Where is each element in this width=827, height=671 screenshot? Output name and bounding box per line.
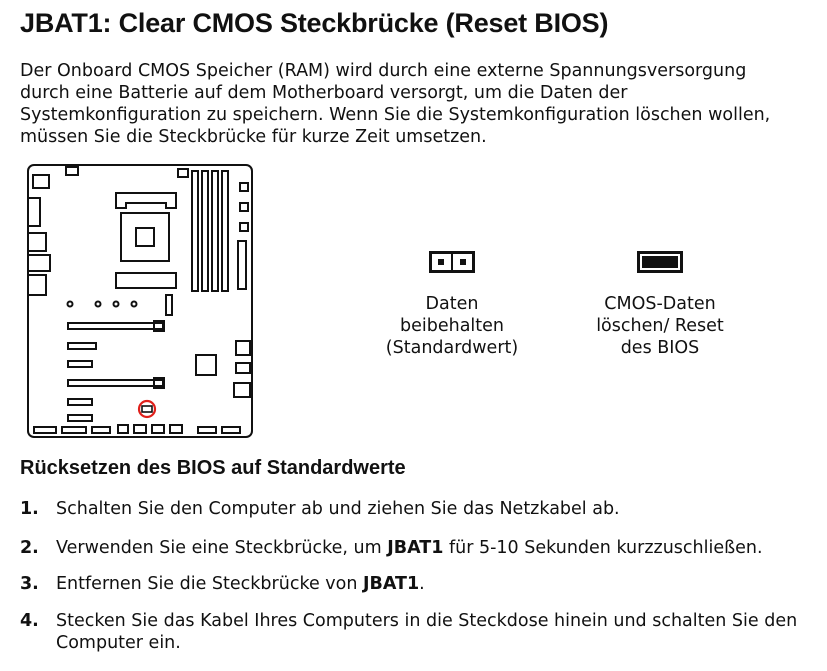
- intro-line: Der Onboard CMOS Speicher (RAM) wird dur…: [20, 61, 747, 81]
- page-title: JBAT1: Clear CMOS Steckbrücke (Reset BIO…: [20, 8, 609, 38]
- io-connector: [27, 254, 51, 272]
- step-text-part: Verwenden Sie eine Steckbrücke, um: [56, 538, 388, 558]
- bottom-header: [33, 426, 57, 434]
- intro-line: durch eine Batterie auf dem Motherboard …: [20, 83, 628, 103]
- pcie-slot: [67, 414, 93, 422]
- jumper-closed-label-line: CMOS-Daten: [604, 294, 716, 314]
- sata-port: [235, 362, 251, 374]
- step-number: 3.: [20, 574, 39, 594]
- header: [177, 168, 189, 178]
- pcie-latch: [153, 377, 165, 389]
- header: [239, 182, 249, 192]
- jumper-open-icon: [429, 251, 475, 273]
- dimm-slot: [211, 170, 219, 292]
- section-heading: Rücksetzen des BIOS auf Standardwerte: [20, 457, 406, 479]
- bottom-header: [221, 426, 241, 434]
- step-number: 1.: [20, 499, 39, 519]
- pcie-latch: [153, 320, 165, 332]
- pcie-slot: [67, 360, 93, 368]
- board-outline: [27, 164, 253, 438]
- step-text-part: Schalten Sie den Computer ab und ziehen …: [56, 499, 620, 519]
- pcie-slot: [67, 342, 97, 350]
- jumper-name: JBAT1: [363, 574, 420, 594]
- jumper-closed-label-line: löschen/ Reset: [596, 316, 724, 336]
- chipset: [195, 354, 217, 376]
- step-number: 4.: [20, 611, 39, 631]
- step-text: Entfernen Sie die Steckbrücke von JBAT1.: [56, 573, 816, 595]
- step-text-part: Stecken Sie das Kabel Ihres Computers in…: [56, 611, 798, 653]
- io-connector: [32, 174, 50, 189]
- pcie-slot: [67, 379, 164, 387]
- jumper-open-label-line: beibehalten: [399, 316, 504, 336]
- bottom-header: [197, 426, 217, 434]
- intro-line: Systemkonfiguration zu speichern. Wenn S…: [20, 105, 771, 125]
- atx-power: [237, 240, 247, 290]
- pcie-slot: [67, 398, 93, 406]
- jbat1-jumper: [141, 405, 153, 413]
- jbat1-highlight-circle: [137, 399, 157, 419]
- vrm-heatsink: [115, 272, 177, 289]
- bottom-header: [117, 424, 129, 434]
- mount-hole: [94, 300, 102, 308]
- header: [239, 202, 249, 212]
- mount-hole: [130, 300, 138, 308]
- sata-port: [235, 340, 251, 356]
- bottom-header: [91, 426, 111, 434]
- jumper-name: JBAT1: [387, 538, 444, 558]
- bottom-header: [61, 426, 87, 434]
- jumper-closed-label-line: des BIOS: [620, 338, 700, 358]
- vrm-heatsink: [115, 192, 177, 209]
- step-text: Schalten Sie den Computer ab und ziehen …: [56, 498, 816, 520]
- m2-connector: [165, 294, 173, 316]
- header: [239, 222, 249, 232]
- dimm-slot: [191, 170, 199, 292]
- io-connector: [27, 232, 47, 252]
- bottom-header: [133, 424, 147, 434]
- mount-hole: [66, 300, 74, 308]
- jumper-open-label-line: Daten: [425, 294, 479, 314]
- step-text: Verwenden Sie eine Steckbrücke, um JBAT1…: [56, 537, 816, 559]
- io-connector: [27, 197, 41, 227]
- cpu-core: [135, 227, 155, 247]
- step-text: Stecken Sie das Kabel Ihres Computers in…: [56, 610, 816, 654]
- dimm-slot: [201, 170, 209, 292]
- header: [65, 166, 79, 176]
- step-text-part: für 5-10 Sekunden kurzzuschließen.: [443, 538, 763, 558]
- io-connector: [27, 274, 47, 296]
- intro-line: müssen Sie die Steckbrücke für kurze Zei…: [20, 127, 487, 147]
- step-text-part: Entfernen Sie die Steckbrücke von: [56, 574, 364, 594]
- step-text-part: .: [419, 574, 425, 594]
- cpu-socket: [120, 212, 170, 262]
- dimm-slot: [221, 170, 229, 292]
- bottom-header: [151, 424, 165, 434]
- jumper-closed-icon: [637, 251, 683, 273]
- step-number: 2.: [20, 538, 39, 558]
- intro-paragraph: Der Onboard CMOS Speicher (RAM) wird dur…: [20, 60, 820, 148]
- jumper-closed-label: CMOS-Daten löschen/ Reset des BIOS: [580, 293, 740, 359]
- jumper-open-label-line: (Standardwert): [385, 338, 519, 358]
- sata-port: [233, 382, 251, 398]
- bottom-header: [169, 424, 183, 434]
- motherboard-diagram: [27, 164, 253, 438]
- mount-hole: [112, 300, 120, 308]
- jumper-open-label: Daten beibehalten (Standardwert): [382, 293, 522, 359]
- pcie-slot: [67, 322, 164, 330]
